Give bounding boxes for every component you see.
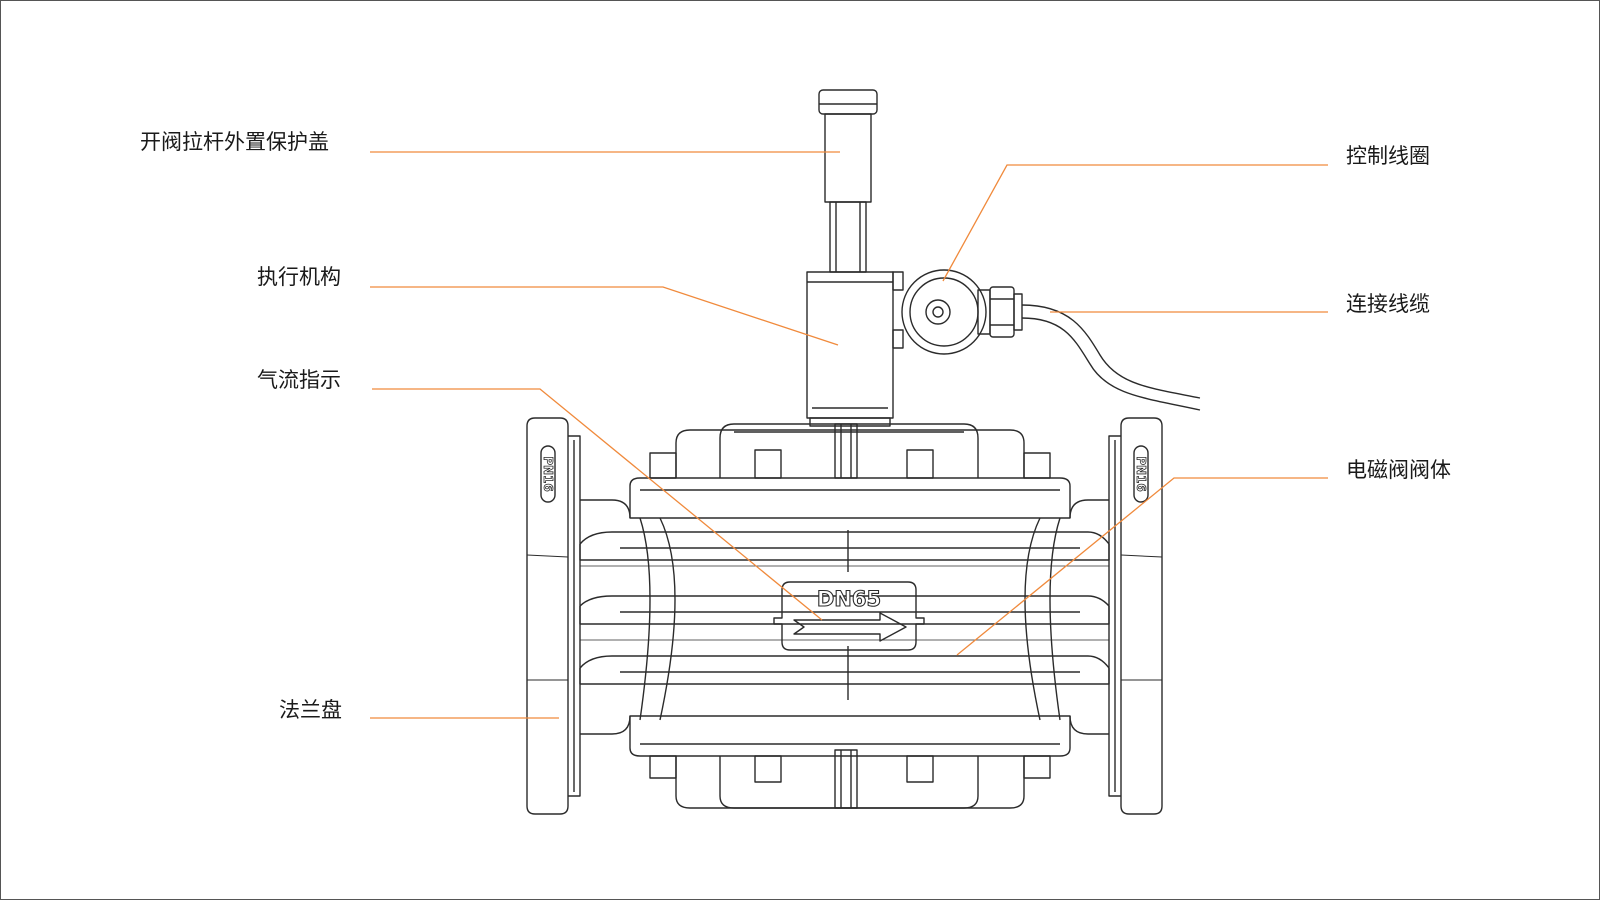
label-control-coil: 控制线圈: [1346, 144, 1430, 168]
left-flange: [526, 417, 581, 815]
label-valve-body: 电磁阀阀体: [1346, 458, 1451, 482]
protective-cover: [818, 89, 878, 273]
leader-line-flow: [372, 388, 823, 621]
pressure-marking-right: PN16: [1134, 456, 1148, 492]
valve-upper-plate: [580, 477, 1109, 519]
label-actuator: 执行机构: [257, 265, 341, 289]
label-flange: 法兰盘: [279, 698, 342, 722]
valve-ribs: [579, 517, 1110, 721]
valve-lower-plate: [580, 715, 1109, 809]
leader-line-coil: [942, 164, 1328, 282]
actuator-housing: [806, 271, 904, 427]
label-protective-cover: 开阀拉杆外置保护盖: [140, 130, 329, 154]
size-marking: DN65: [817, 587, 881, 611]
leader-line-actuator: [370, 286, 839, 346]
connecting-cable: [1021, 304, 1201, 411]
pressure-marking-left: PN16: [541, 456, 555, 492]
valve-top-cover: [649, 423, 1051, 479]
label-flow-indicator: 气流指示: [257, 368, 341, 392]
flow-indicator-plate: [773, 581, 925, 651]
label-connecting-cable: 连接线缆: [1346, 292, 1430, 316]
leader-line-body: [956, 477, 1328, 656]
control-coil: [901, 269, 1023, 355]
right-arrow-icon: [793, 612, 907, 642]
